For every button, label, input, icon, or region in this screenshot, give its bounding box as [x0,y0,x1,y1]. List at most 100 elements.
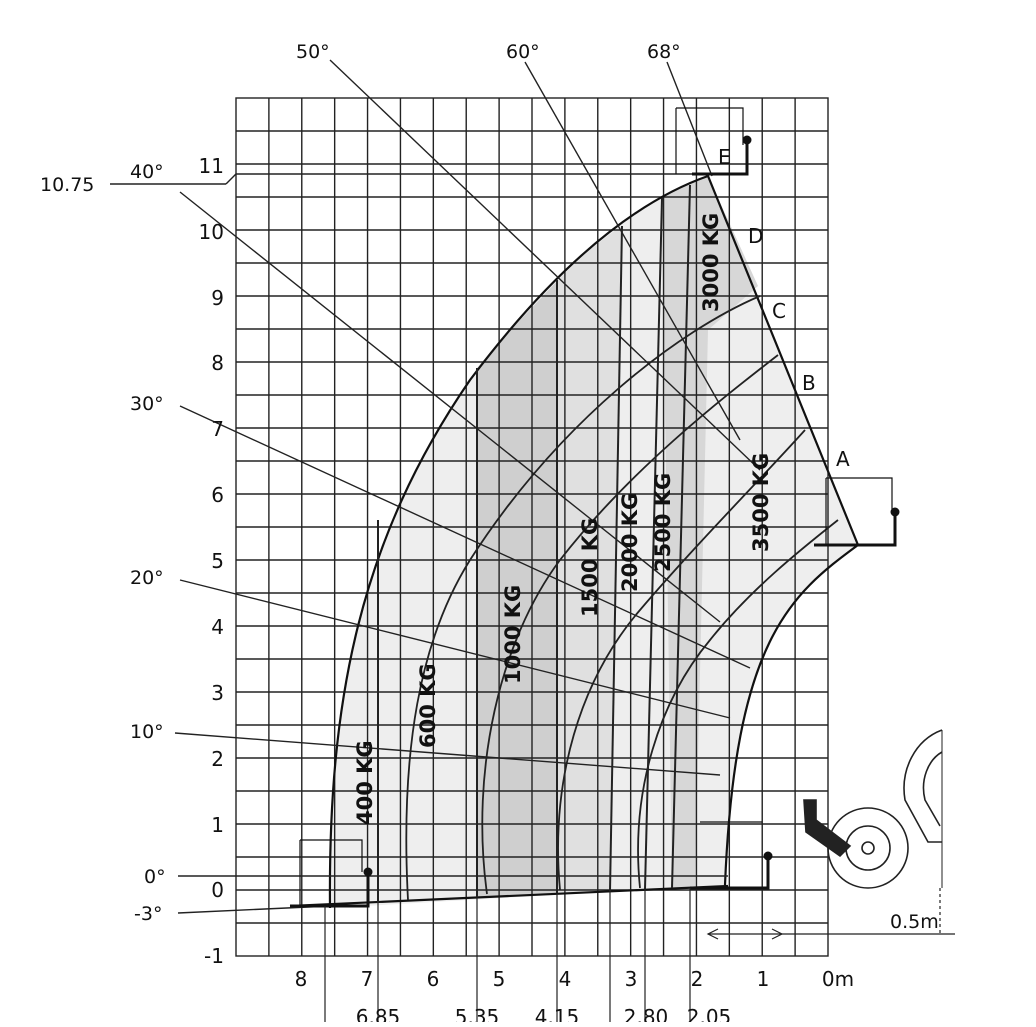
angle-line-68 [666,61,713,177]
y-tick: 4 [211,615,224,639]
angle-line-10 [174,732,721,776]
load-label-3500: 3500 KG [749,453,773,552]
load-label-2000: 2000 KG [618,493,642,592]
y-tick: 0 [211,878,224,902]
load-zone-labels: 400 KG 600 KG 1000 KG 1500 KG 2000 KG 25… [353,213,773,825]
envelope-outline [328,174,860,909]
angle-lines [110,59,761,914]
angle-line-40 [179,191,721,623]
x-tick: 7 [361,967,374,991]
fork-a [814,512,897,547]
fork-e-box [676,107,744,145]
fork-e-tip [742,135,752,145]
extension-arcs [405,295,839,901]
boom-position-e: E [718,145,731,169]
angle-label-neg3: -3° [134,903,162,925]
angle-label-40: 40° [130,161,164,183]
y-tick: 9 [211,286,224,310]
load-label-3000: 3000 KG [699,213,723,312]
angle-line-50 [329,59,761,471]
y-tick: 5 [211,549,224,573]
distance-mark: 4.15 [535,1005,580,1022]
bottom-distance-marks: 6.85 5.35 4.15 2.80 2.05 [356,1005,732,1027]
dimension-arrow-left [706,928,719,940]
y-tick: 3 [211,681,224,705]
machine-sketch [803,729,943,889]
envelope-base [289,884,729,908]
fork-carriage [803,799,852,858]
angle-line-60 [524,61,741,441]
y-tick: 6 [211,483,224,507]
x-tick: 0m [822,967,854,991]
dimension-arrow-right [771,928,784,940]
x-tick: 6 [427,967,440,991]
x-axis-ticks: 8 7 6 5 4 3 2 1 0m [295,967,854,991]
fork-low-tip [363,867,373,877]
boundary-2-80 [644,197,663,890]
y-axis-ticks: -1 0 1 2 3 4 5 6 7 8 9 10 11 [199,154,224,968]
angle-label-60: 60° [506,41,540,63]
x-tick: 3 [625,967,638,991]
arc-a [637,519,839,889]
distance-mark: 2.80 [624,1005,669,1022]
x-tick: 1 [757,967,770,991]
arc-d [405,295,761,901]
bottom-drop-lines [324,888,691,1022]
angle-label-0: 0° [144,866,166,888]
arc-c [481,354,779,895]
load-label-400: 400 KG [353,740,377,825]
x-tick: 4 [559,967,572,991]
load-label-600: 600 KG [416,663,440,748]
angle-label-10: 10° [130,721,164,743]
angle-label-20: 20° [130,567,164,589]
y-tick: -1 [204,944,224,968]
fork-ground-tip [763,851,773,861]
angle-line-30 [179,405,751,669]
arc-b [557,429,806,891]
x-tick: 2 [691,967,704,991]
dimension-0-5m [706,888,955,940]
boom-position-labels: A B C D E [718,145,850,471]
fork-low-box [300,839,363,872]
grid-lines [236,98,828,956]
fork-a-tip [890,507,900,517]
angle-label-68: 68° [647,41,681,63]
load-label-1500: 1500 KG [578,518,602,617]
y-tick: 11 [199,154,224,178]
load-label-1000: 1000 KG [501,585,525,684]
boom-position-d: D [748,224,763,248]
angle-label-30: 30° [130,393,164,415]
y-tick: 10 [199,220,224,244]
machine-body-inner [922,751,943,827]
front-wheel-hub [845,825,891,871]
y-tick: 1 [211,813,224,837]
forks [290,107,900,908]
machine-body [903,729,943,843]
y-tick: 2 [211,747,224,771]
zone-1000-fill [477,280,558,897]
angle-label-50: 50° [296,41,330,63]
boom-position-a: A [836,447,850,471]
fork-low [290,872,370,908]
distance-mark: 6.85 [356,1005,401,1022]
y-tick: 7 [211,417,224,441]
distance-mark: 2.05 [687,1005,732,1022]
dimension-label: 0.5m [890,911,939,933]
boom-position-c: C [772,299,786,323]
max-height-label: 10.75 [40,174,94,196]
angle-line-20 [179,579,731,719]
grid [235,97,829,957]
max-height-line [225,173,708,185]
boom-position-b: B [802,371,816,395]
front-wheel-axle [861,841,875,855]
x-tick: 5 [493,967,506,991]
angle-labels: 50° 60° 68° 40° 30° 20° 10° 0° -3° 10.75… [40,41,939,933]
x-tick: 8 [295,967,308,991]
load-label-2500: 2500 KG [651,473,675,572]
fork-e [692,140,749,176]
fork-a-box [826,477,893,512]
distance-mark: 5.35 [455,1005,500,1022]
fork-ground [690,856,770,890]
